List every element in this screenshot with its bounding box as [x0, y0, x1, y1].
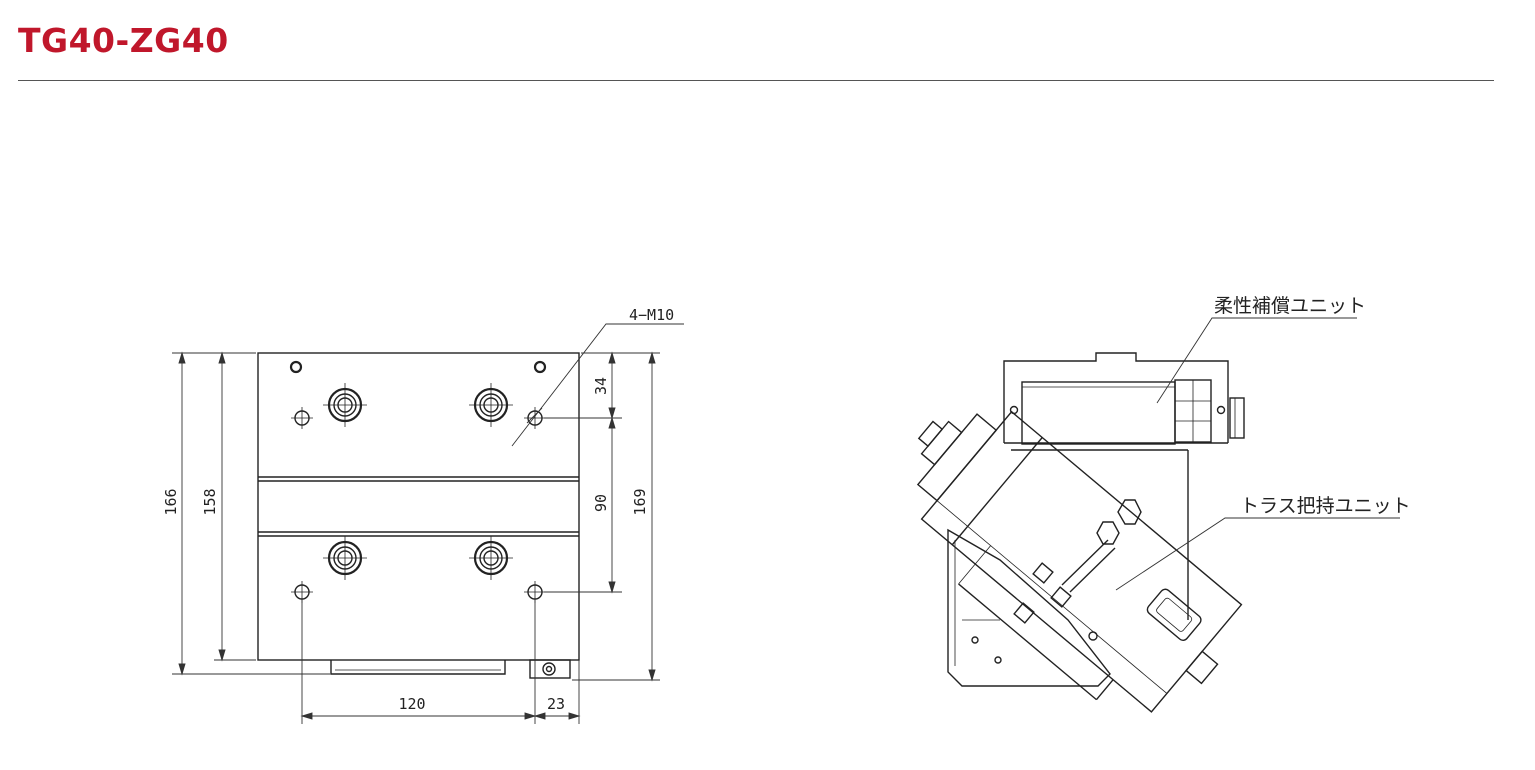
- title-divider: [18, 80, 1494, 81]
- front-view: [257, 352, 580, 679]
- counterbore-hole: [323, 383, 367, 427]
- bottom-plate: [330, 660, 506, 675]
- side-leaders: [1115, 317, 1400, 591]
- front-dimensions: [172, 323, 684, 724]
- side-callouts: 柔性補償ユニット トラス把持ユニット: [1214, 295, 1411, 517]
- page-title: TG40-ZG40: [18, 21, 229, 60]
- front-dimension-labels: 166 158 169 34 90 120 23 4−M10: [162, 306, 674, 713]
- dim-hole-pitch-vertical: 90: [592, 494, 610, 512]
- side-view: [916, 352, 1245, 713]
- dim-hole-pitch-horizontal: 120: [398, 695, 425, 713]
- counterbore-hole: [469, 383, 513, 427]
- dim-side-offset: 23: [547, 695, 565, 713]
- compliance-unit-block: [1021, 381, 1176, 445]
- truss-holding-unit-body: [920, 410, 1243, 713]
- dim-height-body: 158: [201, 488, 219, 515]
- threaded-hole: [524, 581, 546, 603]
- pin-hole: [533, 360, 547, 374]
- counterbore-hole: [323, 536, 367, 580]
- callout-truss-holding-unit: トラス把持ユニット: [1240, 495, 1411, 517]
- pin-hole: [289, 360, 303, 374]
- dim-hole-top-offset: 34: [592, 377, 610, 395]
- dim-height-total: 166: [162, 488, 180, 515]
- counterbore-hole: [469, 536, 513, 580]
- hex-nut: [1117, 499, 1142, 525]
- bottom-fitting: [529, 659, 571, 679]
- callout-thread: 4−M10: [629, 306, 674, 324]
- threaded-hole: [291, 581, 313, 603]
- threaded-hole: [291, 407, 313, 429]
- callout-compliance-unit: 柔性補償ユニット: [1214, 295, 1366, 317]
- front-body-outline: [257, 352, 580, 661]
- dim-height-right: 169: [631, 488, 649, 515]
- threaded-hole: [524, 407, 546, 429]
